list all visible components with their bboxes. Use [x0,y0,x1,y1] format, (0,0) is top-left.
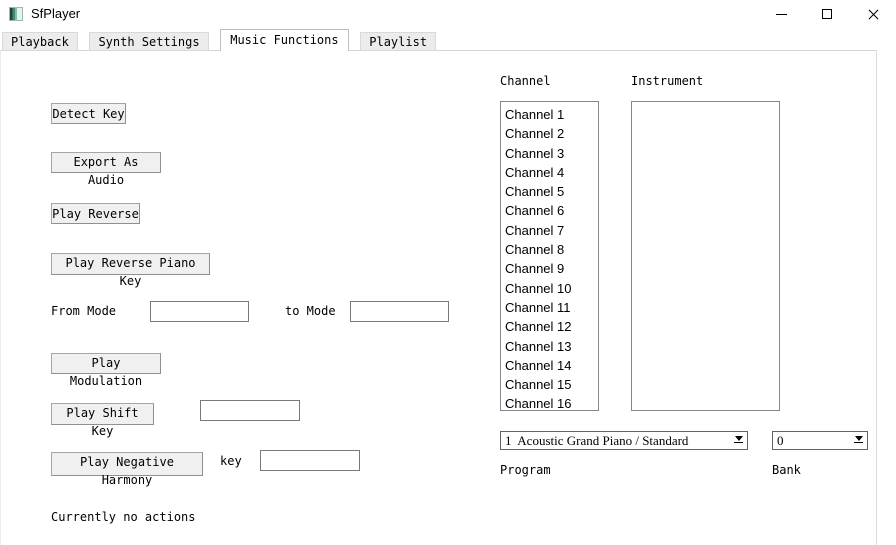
channel-listbox[interactable]: Channel 1 Channel 2 Channel 3 Channel 4 Chan… [500,101,599,411]
bank-combobox[interactable]: 0 [772,431,868,450]
titlebar: SfPlayer [0,0,896,28]
window-title: SfPlayer [31,6,81,21]
from-mode-label: From Mode [51,304,117,318]
notebook-pane-border-top [0,50,877,51]
list-item[interactable]: Channel 8 [505,242,565,258]
dropdown-arrow-icon[interactable] [734,436,743,443]
list-item[interactable]: Channel 12 [505,319,572,335]
to-mode-input[interactable] [350,301,449,322]
status-text: Currently no actions [51,510,196,524]
play-shift-key-button[interactable]: Play Shift Key [51,403,154,438]
list-item[interactable]: Channel 16 [505,396,572,411]
play-reverse-piano-key-button[interactable]: Play Reverse Piano Key [51,253,210,288]
list-item[interactable]: Channel 5 [505,184,565,200]
notebook-pane-border-right [876,50,877,545]
negative-harmony-key-input[interactable] [260,450,360,471]
list-item[interactable]: Channel 1 [505,107,565,122]
list-item[interactable]: Channel 14 [505,357,572,373]
program-combobox-value: 1 Acoustic Grand Piano / Standard [505,433,689,448]
play-reverse-button[interactable]: Play Reverse [51,203,140,224]
export-as-audio-button[interactable]: Export As Audio [51,152,161,187]
tab-synth-settings[interactable]: Synth Settings [89,32,209,51]
maximize-button[interactable] [804,0,850,28]
minimize-icon [776,14,787,15]
tab-music-functions[interactable]: Music Functions [220,29,349,51]
maximize-icon [822,9,832,19]
list-item[interactable]: Channel 7 [505,222,565,238]
dropdown-arrow-icon[interactable] [854,436,863,443]
tab-bar: Playback Synth Settings Music Functions … [2,29,438,51]
minimize-button[interactable] [758,0,804,28]
shift-key-input[interactable] [200,400,300,421]
bank-label: Bank [772,463,801,477]
tab-playback[interactable]: Playback [2,32,78,51]
list-item[interactable]: Channel 2 [505,126,565,142]
play-negative-harmony-button[interactable]: Play Negative Harmony [51,452,203,487]
list-item[interactable]: Channel 15 [505,377,572,393]
from-mode-input[interactable] [150,301,249,322]
play-modulation-button[interactable]: Play Modulation [51,353,161,388]
list-item[interactable]: Channel 4 [505,164,565,180]
program-combobox[interactable]: 1 Acoustic Grand Piano / Standard [500,431,748,450]
channel-label: Channel [500,74,551,88]
list-item[interactable]: Channel 10 [505,280,572,296]
list-item[interactable]: Channel 11 [505,299,571,315]
instrument-listbox[interactable] [631,101,780,411]
notebook-pane-border-left [0,50,1,545]
key-label: key [220,454,242,468]
list-item[interactable]: Channel 13 [505,338,572,354]
program-label: Program [500,463,551,477]
detect-key-button[interactable]: Detect Key [51,103,126,124]
instrument-label: Instrument [631,74,704,88]
app-icon [9,7,23,21]
close-button[interactable] [850,0,896,28]
to-mode-label: to Mode [285,304,336,318]
list-item[interactable]: Channel 6 [505,203,565,219]
bank-combobox-value: 0 [777,433,784,448]
tab-playlist[interactable]: Playlist [360,32,437,51]
list-item[interactable]: Channel 9 [505,261,565,277]
list-item[interactable]: Channel 3 [505,145,565,161]
